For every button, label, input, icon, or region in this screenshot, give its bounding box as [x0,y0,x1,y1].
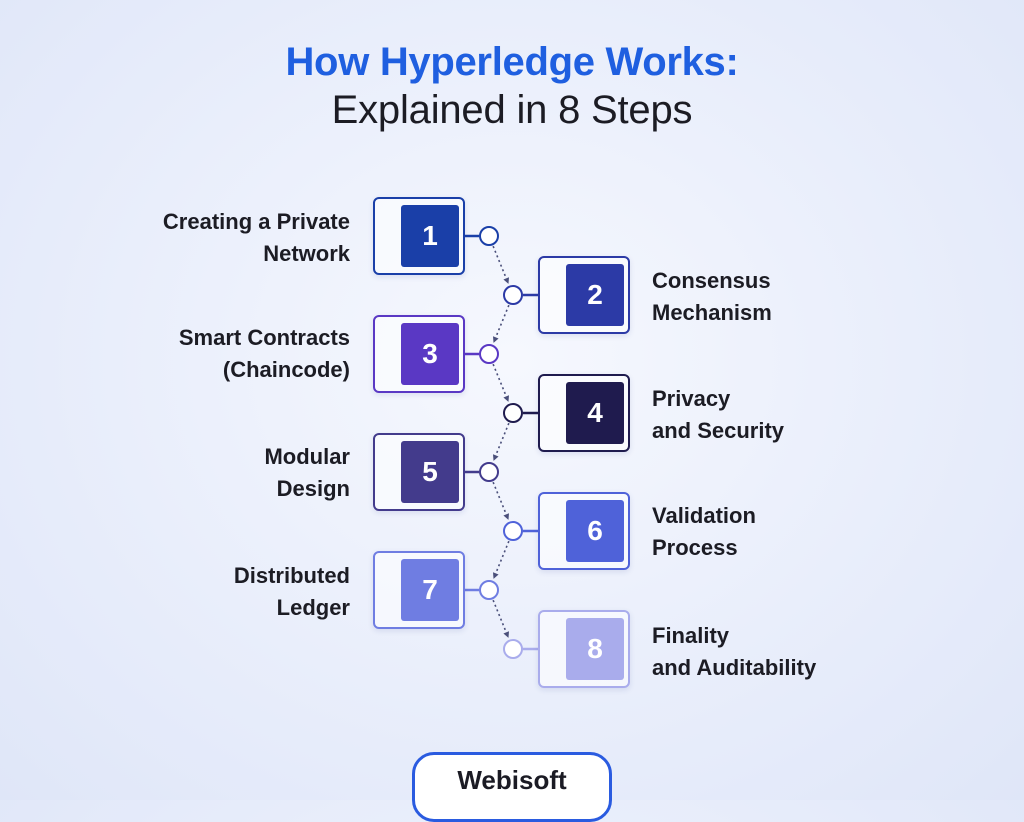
step-number-7: 7 [401,559,459,621]
step-card-3: 3 [373,315,465,393]
dotted-connector-7 [492,599,509,637]
step-connectors [465,234,538,651]
step-card-1: 1 [373,197,465,275]
step-number-8: 8 [566,618,624,680]
brand-logo: Webisoft [412,752,612,822]
connector-knob-6 [503,521,523,541]
step-number-4: 4 [566,382,624,444]
connector-knob-1 [479,226,499,246]
connector-arrowhead-5 [503,513,509,520]
connector-arrowhead-6 [493,572,499,579]
step-card-2: 2 [538,256,630,334]
step-card-6: 6 [538,492,630,570]
dotted-connector-3 [492,363,509,401]
connector-knob-5 [479,462,499,482]
step-card-4: 4 [538,374,630,452]
step-card-7: 7 [373,551,465,629]
step-number-6: 6 [566,500,624,562]
dotted-connector-4 [493,422,510,460]
dotted-connector-2 [493,304,510,342]
connector-knob-7 [479,580,499,600]
title-line-1: How Hyperledge Works: [285,40,739,84]
title-line-2: Explained in 8 Steps [331,88,693,132]
step-number-3: 3 [401,323,459,385]
step-number-1: 1 [401,205,459,267]
connector-arrowhead-3 [503,395,509,402]
connector-arrowhead-4 [493,454,499,461]
dotted-connector-5 [492,481,509,519]
step-number-5: 5 [401,441,459,503]
connector-knob-4 [503,403,523,423]
step-label-3: Smart Contracts(Chaincode) [178,325,350,382]
connector-knob-8 [503,639,523,659]
step-card-5: 5 [373,433,465,511]
dotted-connector-6 [493,540,510,578]
step-card-8: 8 [538,610,630,688]
connector-knob-2 [503,285,523,305]
step-number-2: 2 [566,264,624,326]
dotted-connector-1 [492,245,509,283]
connector-arrowhead-1 [503,277,509,284]
connector-arrowhead-7 [503,631,509,638]
connector-arrowhead-2 [493,336,499,343]
connector-knob-3 [479,344,499,364]
